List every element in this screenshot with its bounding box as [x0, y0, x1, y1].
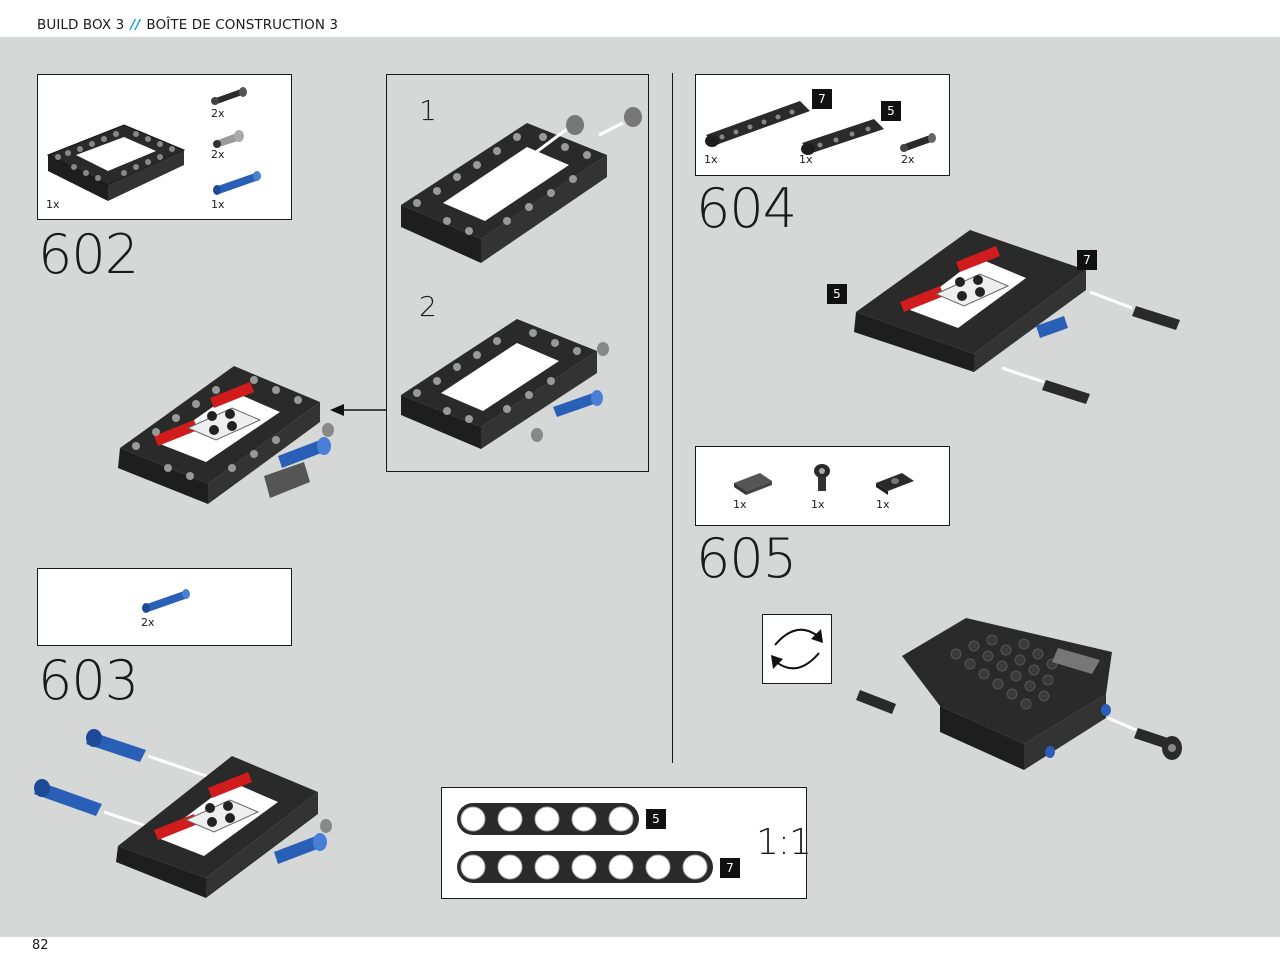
substep-2-number: 2 [419, 290, 437, 323]
substep-1-image [401, 107, 642, 263]
step-605-model-image [856, 618, 1182, 770]
beam-7-image [705, 101, 810, 147]
blue-axle-pin-image [142, 589, 190, 613]
substep-2-image [401, 319, 609, 449]
step-number-602: 602 [38, 223, 139, 286]
substep-box: 1 2 [386, 74, 649, 472]
callout-model-7: 7 [1077, 250, 1097, 270]
beam-7-scale-image [457, 851, 713, 883]
scale-label-7: 7 [720, 858, 740, 878]
qty-plate: 1x [876, 498, 890, 511]
qty-frame: 1x [46, 198, 60, 211]
qty-beam-7: 1x [704, 153, 718, 166]
step-number-603: 603 [38, 649, 139, 712]
page-footer [0, 937, 1280, 974]
qty-joint: 1x [811, 498, 825, 511]
breadcrumb: BUILD BOX 3 // BOÎTE DE CONSTRUCTION 3 [37, 17, 338, 33]
frame-part-image [46, 124, 186, 201]
scale-label-5: 5 [646, 809, 666, 829]
parts-list-603: 2x [37, 568, 292, 646]
qty-blue-axle-pin: 1x [211, 198, 225, 211]
qty-grey-pin: 2x [211, 148, 225, 161]
callout-beam-7: 7 [812, 89, 832, 109]
grey-pin-image [213, 130, 244, 148]
blue-axle-pin-image [213, 171, 261, 195]
parts-list-604: 7 5 1x 1x 2x [695, 74, 950, 176]
qty-beam-5: 1x [799, 153, 813, 166]
step-602-model-image [118, 366, 334, 504]
step-603-model-image [34, 729, 332, 898]
rotate-icon [762, 614, 832, 684]
step-604-model-image [854, 230, 1180, 404]
step-number-605: 605 [696, 527, 797, 590]
header-right: BOÎTE DE CONSTRUCTION 3 [146, 17, 339, 33]
substep-1-number: 1 [419, 94, 437, 127]
black-pin-image [211, 87, 247, 105]
beam-5-scale-image [457, 803, 639, 835]
substep-arrow [330, 404, 386, 416]
qty-pin: 2x [901, 153, 915, 166]
pin-image [900, 133, 936, 152]
header-separator: // [130, 17, 141, 33]
callout-model-5: 5 [827, 284, 847, 304]
plate-image [876, 473, 914, 495]
column-divider [672, 73, 673, 763]
qty-blue-axle-pin: 2x [141, 616, 155, 629]
step-number-604: 604 [696, 177, 797, 240]
qty-black-pin: 2x [211, 107, 225, 120]
scale-reference-box: 5 7 1:1 [441, 787, 812, 899]
header-left: BUILD BOX 3 [37, 17, 125, 33]
callout-beam-5: 5 [881, 101, 901, 121]
parts-list-602: 1x 2x 2x 1x [37, 74, 292, 220]
qty-tile: 1x [733, 498, 747, 511]
beam-5-image [801, 119, 884, 155]
page-number: 82 [32, 938, 49, 953]
page-header: BUILD BOX 3 // BOÎTE DE CONSTRUCTION 3 [0, 0, 1280, 37]
parts-list-605: 1x 1x 1x [695, 446, 950, 526]
scale-ratio: 1:1 [756, 822, 812, 863]
joint-image [814, 464, 830, 491]
tile-image [734, 473, 772, 495]
